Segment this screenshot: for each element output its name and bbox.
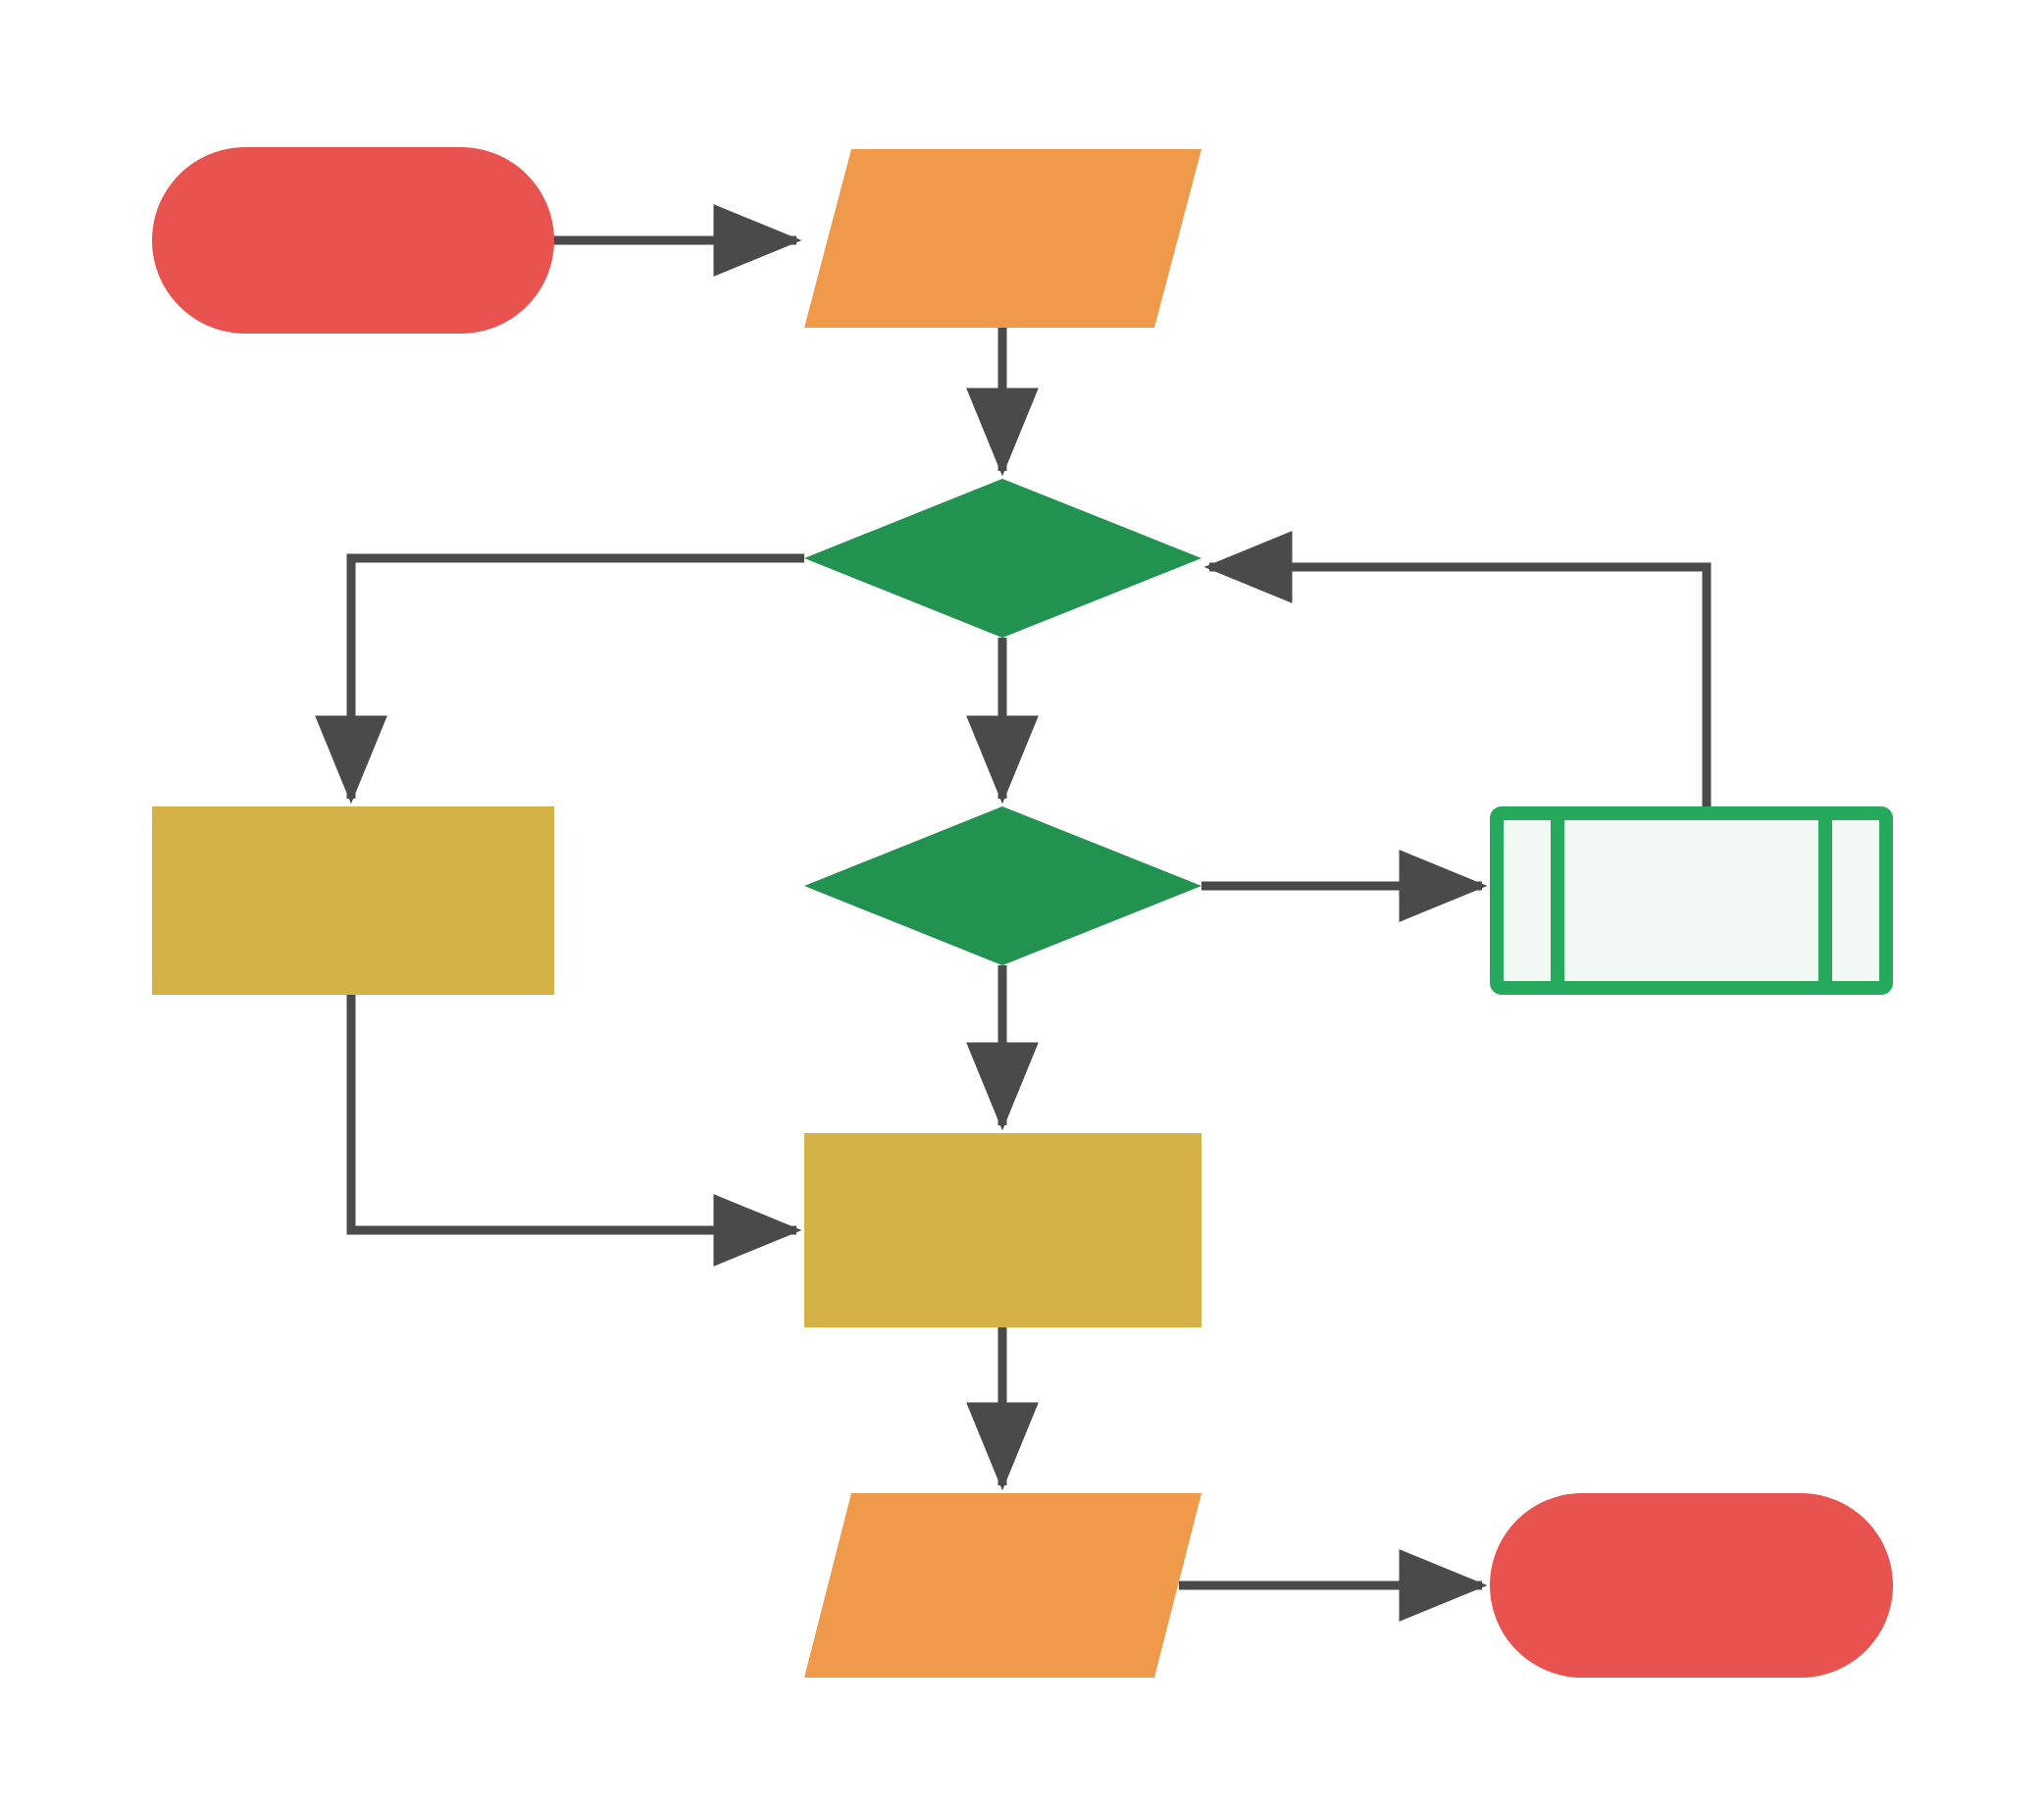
- decision-2-diamond-shape[interactable]: [804, 806, 1201, 965]
- output-parallelogram-shape[interactable]: [804, 1493, 1201, 1678]
- edge-decision-1-to-process-left: [315, 553, 804, 804]
- node-start-terminator[interactable]: [152, 147, 554, 334]
- decision-1-diamond-shape[interactable]: [804, 479, 1201, 638]
- end-terminator-shape[interactable]: [1490, 1493, 1893, 1678]
- node-input-parallelogram[interactable]: [804, 149, 1201, 328]
- node-end-terminator[interactable]: [1490, 1493, 1893, 1678]
- node-decision-2[interactable]: [804, 806, 1201, 965]
- process-center-shape[interactable]: [804, 1133, 1201, 1327]
- start-terminator-shape[interactable]: [152, 147, 554, 334]
- node-output-parallelogram[interactable]: [804, 1493, 1201, 1678]
- node-process-center[interactable]: [804, 1133, 1201, 1327]
- node-decision-1[interactable]: [804, 479, 1201, 638]
- process-left-shape[interactable]: [152, 806, 554, 995]
- subroutine-outer-shape[interactable]: [1490, 806, 1893, 995]
- node-process-left[interactable]: [152, 806, 554, 995]
- edge-process-left-to-process-center: [346, 995, 802, 1267]
- node-subroutine[interactable]: [1490, 806, 1893, 995]
- edge-subroutine-to-decision-1-feedback: [1203, 531, 1712, 806]
- node-layer: [152, 147, 1893, 1678]
- connector-layer: [315, 204, 1712, 1622]
- input-parallelogram-shape[interactable]: [804, 149, 1201, 328]
